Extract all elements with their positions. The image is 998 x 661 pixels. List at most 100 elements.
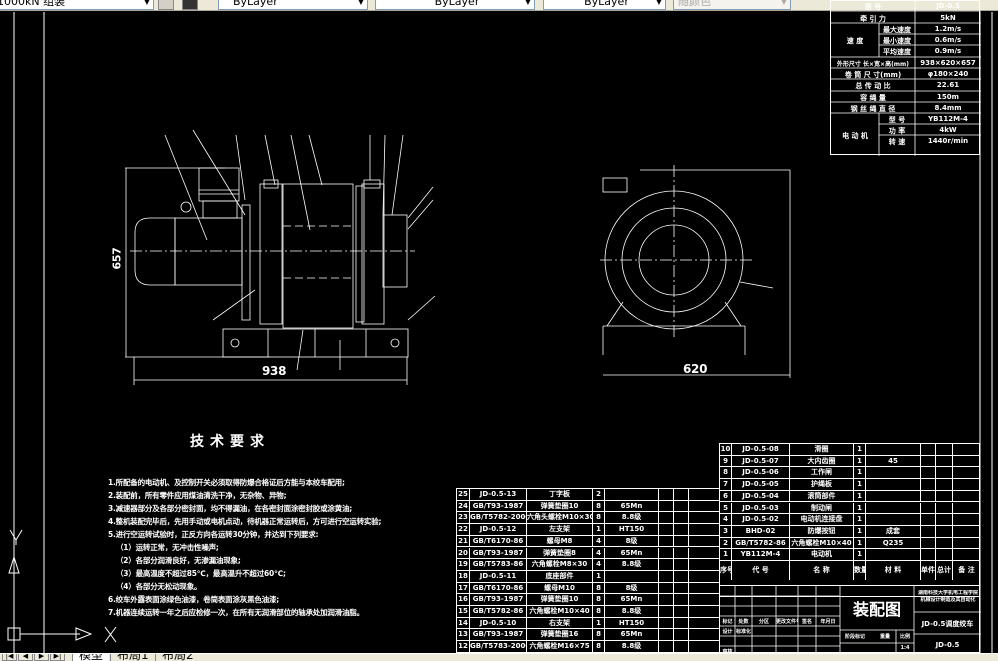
bom-cell-name: 左支架 (527, 524, 593, 536)
bom-cell-name: 防爆按钮 (790, 525, 854, 538)
bom-cell- (689, 524, 719, 536)
bom-cell-qty: 1 (593, 524, 605, 536)
make-current-button[interactable] (182, 0, 198, 10)
spec-label: 牵 引 力 (860, 15, 886, 23)
bom-cell-name: 六角螺栓M16×75 (527, 641, 593, 652)
spec-label: 型 号 (864, 3, 882, 11)
spec-sub: 转 速 (888, 138, 906, 146)
bom-cell- (936, 444, 953, 456)
bom-cell- (674, 547, 689, 560)
bom-cell- (674, 594, 689, 606)
bom-cell-no: 20 (457, 547, 470, 560)
bom-cell-mat: 65Mn (605, 500, 659, 513)
bom-header-mat: 材 料 (866, 561, 921, 580)
color-combo[interactable]: ByLayer▼ (218, 0, 368, 10)
prev-tab-button[interactable]: ◀ (18, 654, 33, 661)
bom-cell- (659, 641, 674, 652)
bom-cell- (689, 606, 719, 618)
last-tab-button[interactable]: ▶| (50, 654, 65, 661)
bom-cell- (921, 455, 936, 468)
drawing-name: JD-0.5调度绞车 (921, 620, 974, 628)
bom-cell-qty: 1 (854, 549, 866, 561)
dim-width-label: 938 (262, 364, 287, 378)
bom-cell- (689, 571, 719, 583)
bom-cell- (953, 479, 979, 491)
bom-header-name: 名 称 (790, 561, 854, 580)
tab-layout2[interactable]: 布局2 (155, 654, 200, 661)
bom-cell- (921, 467, 936, 480)
bom-cell- (953, 549, 979, 561)
spec-label: 总 传 动 比 (855, 82, 891, 90)
drawing-number: JD-0.5 (935, 641, 960, 649)
spec-sub: 最小速度 (883, 37, 911, 45)
bom-cell-code: GB/T93-1987 (470, 594, 527, 606)
bom-cell- (953, 456, 979, 468)
spec-label: 容 绳 量 (860, 94, 886, 102)
bom-cell-mat: 8级 (605, 582, 659, 595)
bom-cell-name: 护绳板 (790, 479, 854, 491)
bom-cell-qty: 8 (593, 582, 605, 595)
bom-cell-name: 螺母M10 (527, 582, 593, 595)
bom-cell-code: GB/T6170-86 (470, 582, 527, 595)
requirement-item: （1）运转正常，无冲击性噪声; (116, 543, 219, 552)
requirement-item: 3.减速器部分及各部分密封面，均不得漏油，在各密封面涂密封胶或涂黄油; (108, 504, 353, 513)
bom-cell-name: 螺母M8 (527, 535, 593, 548)
spec-table: 型 号 JD-0.5 牵 引 力 5kN 速 度 最大速度 1.2m/s 最小速… (830, 0, 981, 156)
chevron-down-icon: ▼ (143, 0, 150, 6)
bom-cell-no: 2 (720, 537, 732, 550)
bom-cell- (689, 489, 719, 501)
plotstyle-combo[interactable]: 随颜色▼ (673, 0, 791, 10)
bom-cell- (936, 525, 953, 538)
tab-model[interactable]: 模型 (72, 654, 110, 661)
layer-state-button[interactable] (158, 0, 174, 10)
bom-cell- (659, 570, 674, 583)
layer-combo[interactable]: 1000kN 组装▼ (0, 0, 154, 10)
bom-cell-qty: 8 (593, 500, 605, 513)
bom-cell-no: 22 (457, 524, 470, 536)
spec-label: 速 度 (846, 37, 864, 45)
spec-sub: 型 号 (888, 116, 906, 124)
tab-layout1[interactable]: 布局1 (110, 654, 155, 661)
chevron-down-icon: ▼ (780, 0, 787, 6)
bom-cell- (659, 500, 674, 513)
requirement-item: （3）最高温度不超过85℃，最高温升不超过60℃; (116, 569, 286, 578)
bom-cell-qty: 1 (854, 455, 866, 468)
bom-cell- (674, 489, 689, 501)
design-label: 设计 (722, 629, 733, 635)
bom-cell-qty: 1 (854, 490, 866, 503)
lineweight-combo[interactable]: ByLayer▼ (543, 0, 666, 10)
linetype-combo[interactable]: ByLayer▼ (375, 0, 535, 10)
bom-cell- (689, 512, 719, 524)
bom-cell-no: 13 (457, 629, 470, 642)
bom-cell-qty: 1 (854, 444, 866, 456)
bom-cell- (921, 479, 936, 491)
bom-cell-code: JD-0.5-06 (732, 467, 790, 480)
next-tab-button[interactable]: ▶ (34, 654, 49, 661)
bom-cell-name: 滑圈 (790, 444, 854, 456)
bom-cell-code: JD-0.5-04 (732, 490, 790, 503)
requirement-item: 5.进行空运转试验时，正反方向各运转30分钟，并达到下列要求: (108, 530, 319, 539)
bom-cell- (674, 500, 689, 513)
bom-cell- (689, 618, 719, 630)
spec-value: 8.4mm (934, 104, 962, 112)
bom-cell-qty: 8 (593, 641, 605, 652)
bom-cell-code: GB/T93-1987 (470, 500, 527, 513)
first-tab-button[interactable]: |◀ (2, 654, 17, 661)
bom-cell-mat: 成套 (866, 525, 921, 538)
bom-cell- (921, 444, 936, 456)
bom-cell-mat: 8.8级 (605, 641, 659, 652)
change-doc-label: 更改文件号 (776, 619, 798, 625)
